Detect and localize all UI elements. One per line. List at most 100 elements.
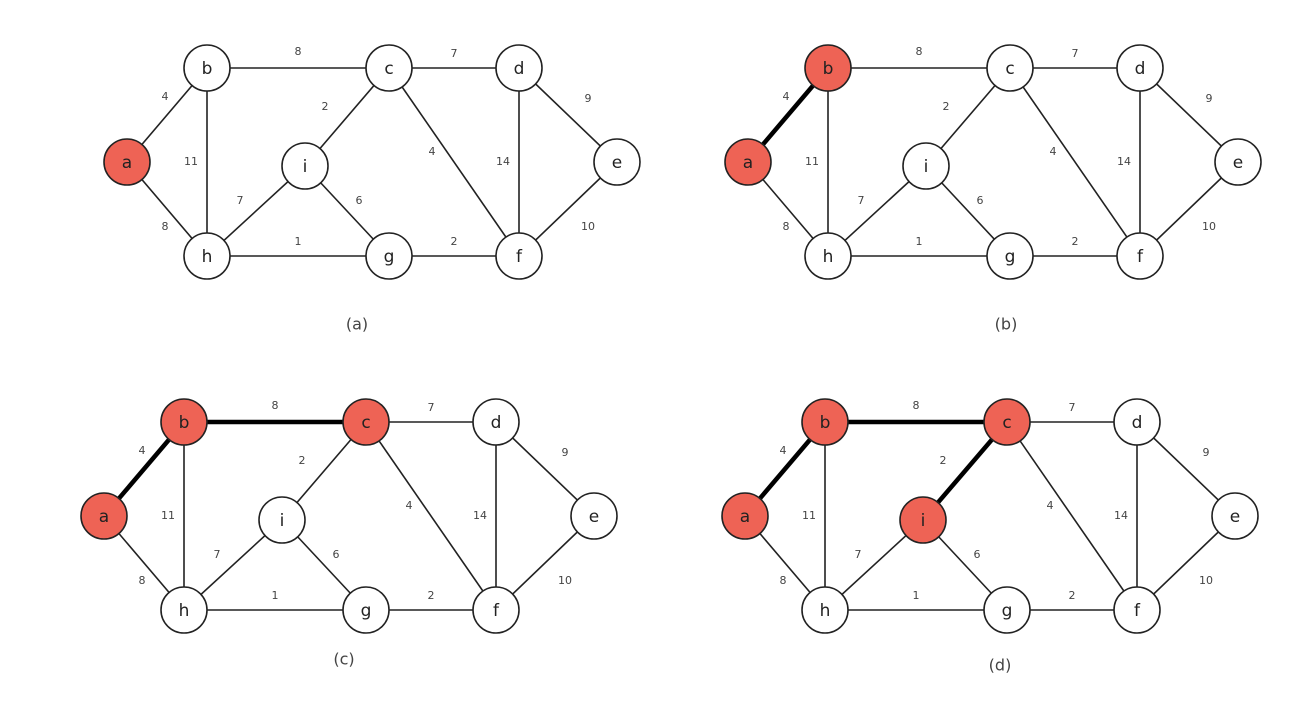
node-label-c: c [1002, 413, 1011, 433]
node-label-i: i [280, 511, 285, 531]
node-label-i: i [924, 157, 929, 177]
edge-weight-d-e: 9 [1206, 92, 1213, 105]
node-label-f: f [493, 601, 500, 621]
node-c [342, 398, 390, 446]
node-e [570, 492, 618, 540]
panel-caption: (d) [989, 656, 1012, 675]
node-c [983, 398, 1031, 446]
node-e [593, 138, 641, 186]
edge-weight-d-e: 9 [1203, 446, 1210, 459]
node-label-c: c [361, 413, 370, 433]
node-b [160, 398, 208, 446]
node-label-i: i [921, 511, 926, 531]
edge-weight-a-h: 8 [780, 574, 787, 587]
node-label-d: d [1132, 413, 1143, 433]
panel-caption: (b) [995, 315, 1018, 334]
edge-weight-c-i: 2 [943, 100, 950, 113]
node-g [986, 232, 1034, 280]
edge-weight-g-i: 6 [977, 194, 984, 207]
node-f [1116, 232, 1164, 280]
edge-weight-a-b: 4 [162, 90, 169, 103]
edge-weight-c-f: 4 [1047, 499, 1054, 512]
edge-weight-a-b: 4 [783, 90, 790, 103]
node-i [902, 142, 950, 190]
edge-weight-b-c: 8 [272, 399, 279, 412]
edge-weight-d-e: 9 [585, 92, 592, 105]
node-d [472, 398, 520, 446]
edge-c-f [1009, 67, 1141, 257]
edge-weight-a-h: 8 [162, 220, 169, 233]
node-label-d: d [491, 413, 502, 433]
node-d [1116, 44, 1164, 92]
edge-weight-e-f: 10 [1202, 220, 1216, 233]
edge-weight-g-i: 6 [333, 548, 340, 561]
node-h [804, 232, 852, 280]
panel-caption: (a) [346, 315, 368, 334]
node-label-e: e [612, 153, 622, 173]
node-label-h: h [202, 247, 213, 267]
edge-c-f [1006, 421, 1138, 611]
edge-weight-b-h: 11 [805, 155, 819, 168]
edge-weight-c-f: 4 [406, 499, 413, 512]
node-label-f: f [1137, 247, 1144, 267]
edge-weight-h-i: 7 [855, 548, 862, 561]
node-label-h: h [179, 601, 190, 621]
panel-caption: (c) [333, 650, 354, 669]
node-label-g: g [1002, 601, 1013, 621]
node-h [160, 586, 208, 634]
node-g [983, 586, 1031, 634]
node-b [804, 44, 852, 92]
edge-weight-g-h: 1 [272, 589, 279, 602]
node-label-f: f [1134, 601, 1141, 621]
node-f [1113, 586, 1161, 634]
edge-weight-g-h: 1 [295, 235, 302, 248]
node-a [724, 138, 772, 186]
node-label-e: e [589, 507, 599, 527]
edge-weight-f-g: 2 [451, 235, 458, 248]
edge-weight-b-h: 11 [184, 155, 198, 168]
edge-weight-f-g: 2 [1072, 235, 1079, 248]
edge-weight-d-f: 14 [473, 509, 487, 522]
edge-weight-g-h: 1 [913, 589, 920, 602]
node-label-f: f [516, 247, 523, 267]
edge-weight-c-d: 7 [1072, 47, 1079, 60]
edge-weight-a-b: 4 [139, 444, 146, 457]
edge-weight-a-h: 8 [783, 220, 790, 233]
edge-weight-b-h: 11 [161, 509, 175, 522]
node-label-a: a [740, 507, 750, 527]
node-e [1214, 138, 1262, 186]
node-d [1113, 398, 1161, 446]
node-label-g: g [1005, 247, 1016, 267]
node-f [472, 586, 520, 634]
edge-weight-d-f: 14 [496, 155, 510, 168]
node-i [899, 496, 947, 544]
node-label-i: i [303, 157, 308, 177]
edge-weight-b-h: 11 [802, 509, 816, 522]
node-label-b: b [202, 59, 213, 79]
node-b [801, 398, 849, 446]
edge-weight-e-f: 10 [1199, 574, 1213, 587]
edge-weight-b-c: 8 [913, 399, 920, 412]
edge-weight-c-d: 7 [1069, 401, 1076, 414]
node-d [495, 44, 543, 92]
edge-weight-h-i: 7 [214, 548, 221, 561]
edge-weight-c-i: 2 [322, 100, 329, 113]
node-label-h: h [820, 601, 831, 621]
edge-weight-d-f: 14 [1114, 509, 1128, 522]
node-h [183, 232, 231, 280]
node-label-b: b [179, 413, 190, 433]
node-label-c: c [384, 59, 393, 79]
node-label-a: a [99, 507, 109, 527]
edge-c-f [388, 67, 520, 257]
node-label-e: e [1233, 153, 1243, 173]
edge-weight-c-i: 2 [299, 454, 306, 467]
node-label-g: g [384, 247, 395, 267]
edge-weight-c-d: 7 [451, 47, 458, 60]
node-g [342, 586, 390, 634]
node-f [495, 232, 543, 280]
edge-weight-g-i: 6 [974, 548, 981, 561]
